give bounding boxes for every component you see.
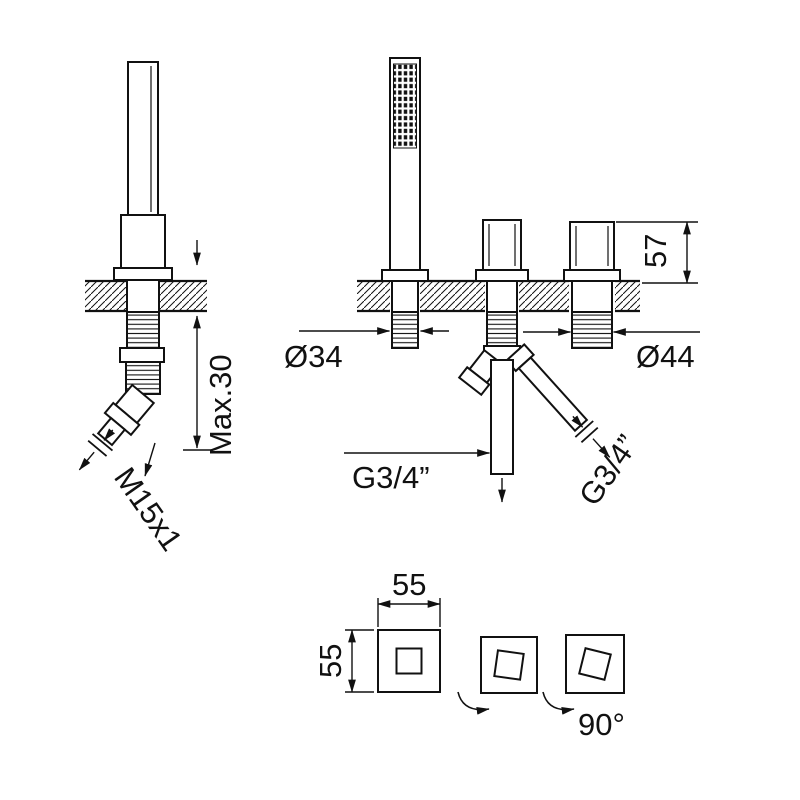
hose-elbow <box>78 383 156 471</box>
stub-cap <box>457 365 491 397</box>
mixer-assembly-view <box>299 57 700 503</box>
stem-square-right <box>578 647 612 681</box>
branch-axis-arrow-2 <box>592 438 611 458</box>
valve-flange-center <box>475 269 529 282</box>
top-view-handle-left <box>377 629 441 693</box>
rotation-arrow-icon-right <box>542 691 575 715</box>
dim-max30 <box>183 240 213 451</box>
deck-gap-valve-center <box>485 278 519 314</box>
rotation-arrow-icon-middle <box>457 691 490 715</box>
spray-face <box>393 63 417 149</box>
deck-gap-valve-right <box>569 278 615 314</box>
outlet-branch-right <box>505 343 611 458</box>
valve-center-thread <box>486 311 518 347</box>
holder-tailpiece-thread <box>126 311 160 349</box>
hand-shower-handle <box>127 61 159 216</box>
shower-flange <box>381 269 429 282</box>
hose-axis-arrow-1 <box>103 428 116 441</box>
handshower-holder-view <box>78 61 213 477</box>
top-view-handle-right-stem <box>578 647 612 681</box>
handles-top-view <box>345 598 625 715</box>
hose-axis-arrow-2 <box>78 451 95 471</box>
valve-handle-right <box>569 221 615 271</box>
top-view-handle-right <box>565 634 625 694</box>
label-max30: Max.30 <box>203 354 238 456</box>
shower-tailpiece-thread <box>391 311 419 349</box>
branch-thread-tick-1 <box>574 420 594 438</box>
label-g34-center: G3/4” <box>352 460 430 495</box>
valve-right-thread <box>571 311 613 349</box>
valve-flange-right <box>563 269 621 282</box>
label-dia44: Ø44 <box>636 339 695 374</box>
label-55-depth: 55 <box>313 644 348 678</box>
top-view-handle-middle <box>480 636 538 694</box>
hose-nut <box>119 347 165 363</box>
holder-body <box>120 214 166 269</box>
label-dia34: Ø34 <box>284 339 343 374</box>
top-view-handle-middle-stem <box>493 649 525 681</box>
holder-flange <box>113 267 173 281</box>
dim-55-depth <box>345 629 374 693</box>
stem-square-middle <box>493 649 525 681</box>
thread-tick-1 <box>91 433 114 452</box>
branch-thread-tick-2 <box>580 426 599 444</box>
label-55-width: 55 <box>392 567 426 602</box>
label-57: 57 <box>638 234 673 268</box>
dim-57 <box>616 221 698 284</box>
thread-tick-2 <box>87 439 108 457</box>
top-view-handle-left-stem <box>395 647 423 675</box>
label-90deg: 90° <box>578 707 625 742</box>
label-m15x1: M15x1 <box>107 461 189 557</box>
hose-leader-arrow <box>144 442 156 477</box>
dim-55-width <box>377 598 441 627</box>
deck-gap-left <box>126 278 160 314</box>
branch-axis-arrow-1 <box>571 415 584 428</box>
outlet-pipe-down <box>490 359 514 475</box>
deck-gap-shower <box>390 278 420 314</box>
